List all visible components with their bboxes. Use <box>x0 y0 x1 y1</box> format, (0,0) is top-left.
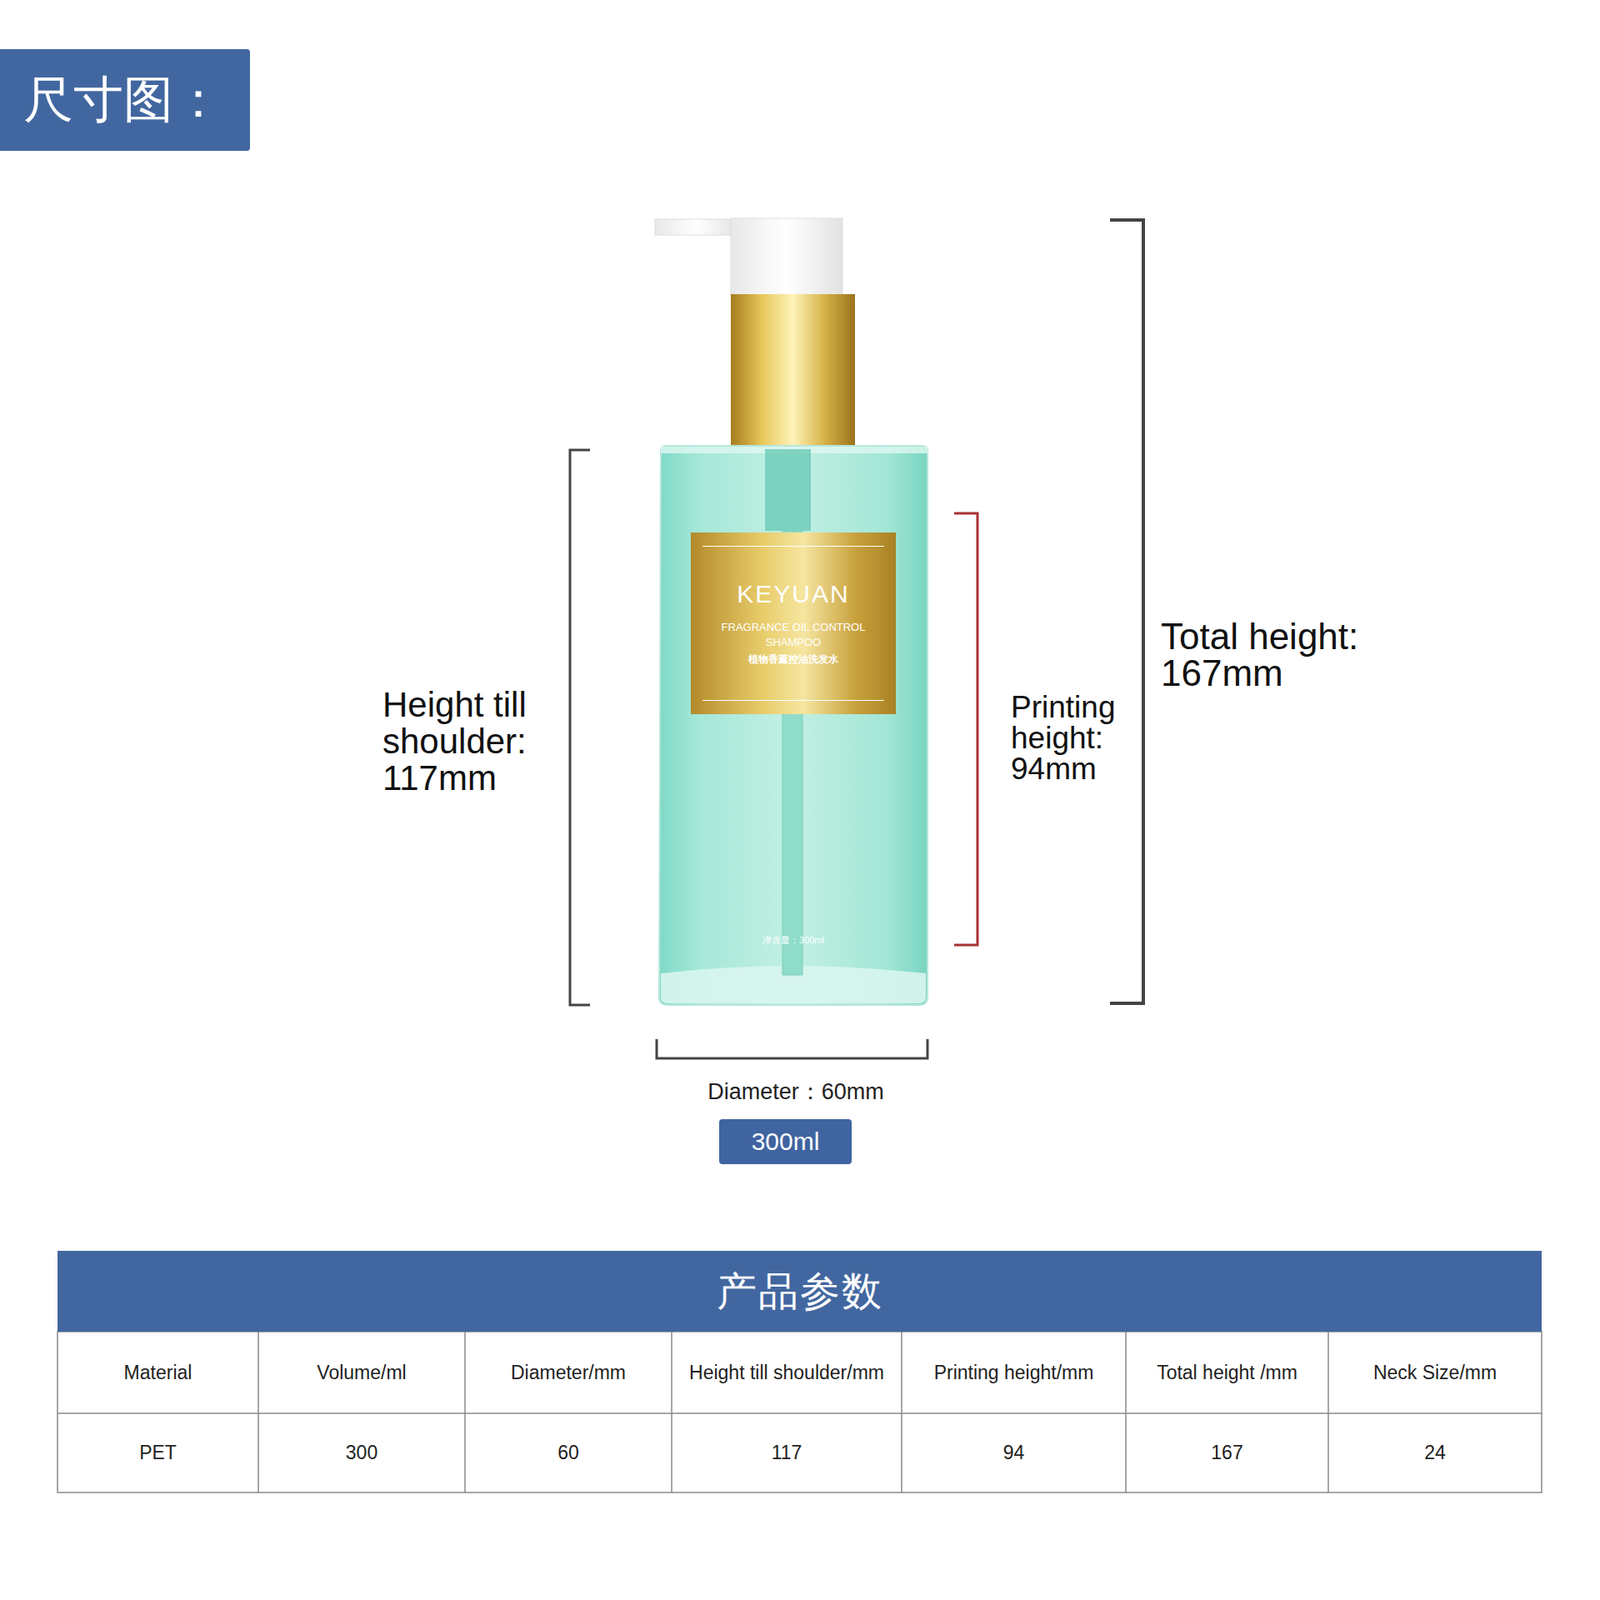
node-text: KEYUAN <box>736 580 850 609</box>
dimension-label: Height till shoulder: 117mm <box>382 686 562 797</box>
node-text: FRAGRANCE OIL CONTROL SHAMPOO <box>718 620 869 650</box>
net-content-text: 净含量：300ml <box>710 934 877 947</box>
bottle-body <box>659 445 928 1005</box>
diameter-bracket <box>656 1039 928 1059</box>
total-height-bracket <box>1110 220 1144 1004</box>
node-text: 300ml <box>751 1127 820 1156</box>
table-header-cell: Total height /mm <box>1127 1333 1327 1412</box>
volume-badge: 300ml <box>719 1119 852 1165</box>
table-value-cell: 94 <box>903 1415 1125 1491</box>
dimension-label: Diameter：60mm <box>629 1076 963 1107</box>
table-value-cell: 167 <box>1127 1415 1327 1491</box>
node-text: 植物香薰控油洗发水 <box>748 652 839 667</box>
node-text: 产品参数 <box>716 1265 884 1319</box>
table-header-cell: Material <box>59 1333 257 1412</box>
page-title: 尺寸图： <box>0 49 250 151</box>
table-header-cell: Diameter/mm <box>466 1333 670 1412</box>
pump-cap <box>730 218 843 295</box>
table-header-band: 产品参数 <box>57 1250 1542 1332</box>
table-header-cell: Height till shoulder/mm <box>673 1333 900 1412</box>
table-grid <box>57 1331 1542 1493</box>
pump-nozzle <box>655 219 739 235</box>
pump-neck <box>765 449 811 531</box>
shoulder-height-bracket <box>570 450 590 1005</box>
dimension-label: Printing height: 94mm <box>1010 691 1161 785</box>
table-header-cell: Neck Size/mm <box>1330 1333 1540 1412</box>
dimension-label: Total height: 167mm <box>1160 618 1403 692</box>
table-value-cell: 300 <box>260 1415 464 1491</box>
table-header-cell: Volume/ml <box>260 1333 464 1412</box>
table-value-cell: 60 <box>466 1415 670 1491</box>
table-header-cell: Printing height/mm <box>903 1333 1125 1412</box>
printing-height-bracket <box>954 513 978 945</box>
gold-label: KEYUAN FRAGRANCE OIL CONTROL SHAMPOO 植物香薰控… <box>690 532 896 715</box>
table-value-cell: PET <box>59 1415 257 1491</box>
table-value-cell: 24 <box>1330 1415 1540 1491</box>
table-value-cell: 117 <box>673 1415 900 1491</box>
gold-collar <box>730 294 855 450</box>
